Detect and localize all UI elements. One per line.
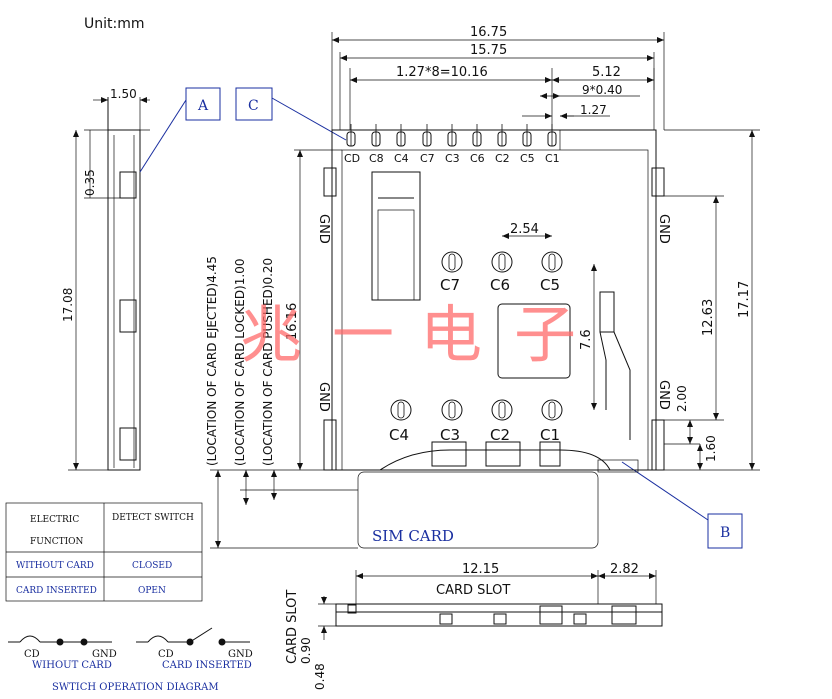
- switch-diagram-title: SWTICH OPERATION DIAGRAM: [52, 682, 219, 693]
- pad-c4: [390, 399, 412, 421]
- dim-12-63: 12.63: [701, 299, 716, 336]
- dim-0-35: 0.35: [83, 169, 97, 196]
- pad-c5: [541, 251, 563, 273]
- electric-function-table: ELECTRIC FUNCTION DETECT SWITCH WITHOUT …: [5, 502, 203, 602]
- pad-label-c3: C3: [440, 426, 460, 444]
- pin-label-c7: C7: [420, 152, 435, 165]
- pad-c1: [541, 399, 563, 421]
- switch-card-inserted: CARD INSERTED: [162, 660, 252, 671]
- dim-9x0-40: 9*0.40: [582, 83, 622, 97]
- pin-label-c8: C8: [369, 152, 384, 165]
- pin-label-c4: C4: [394, 152, 409, 165]
- location-pushed: (LOCATION OF CARD PUSHED)0.20: [261, 258, 275, 466]
- top-dimensions: 16.75 15.75 1.27*8=10.16 5.12 9*0.40 1.2…: [205, 25, 760, 549]
- dim-1-27: 1.27: [580, 103, 607, 117]
- dim-2-00: 2.00: [675, 385, 689, 412]
- callout-b: B: [720, 525, 730, 541]
- dim-2-82: 2.82: [610, 562, 639, 577]
- watermark-char-2: 一: [332, 298, 394, 371]
- top-view: SIM CARD: [323, 129, 665, 549]
- pad-c3: [441, 399, 463, 421]
- dim-2-54: 2.54: [510, 222, 539, 237]
- dim-15-75: 15.75: [470, 43, 507, 58]
- switch-cd-1: CD: [24, 649, 40, 660]
- table-row-2-col-1: CARD INSERTED: [16, 586, 97, 596]
- switch-without-card: WIHOUT CARD: [32, 660, 112, 671]
- table-header-function: FUNCTION: [30, 537, 84, 547]
- contact-pins: CD C8 C4 C7 C3 C6 C2 C5 C1: [344, 124, 560, 165]
- pad-c2: [491, 399, 513, 421]
- pin-label-cd: CD: [344, 152, 360, 165]
- callout-a: A: [197, 98, 209, 114]
- pad-label-c5: C5: [540, 276, 560, 294]
- pad-label-c1: C1: [540, 426, 560, 444]
- watermark-char-1: 兆: [240, 298, 302, 371]
- pad-c6: [491, 251, 513, 273]
- dim-16-16: 16.16: [285, 303, 300, 340]
- sim-card-label: SIM CARD: [372, 527, 454, 545]
- gnd-label-right-bottom: GND: [656, 380, 671, 410]
- unit-label: Unit:mm: [84, 16, 145, 32]
- table-row-1-col-1: WITHOUT CARD: [16, 561, 94, 571]
- dim-12-15: 12.15: [462, 562, 499, 577]
- watermark: 兆 一 电 子: [240, 298, 576, 371]
- table-row-1-col-2: CLOSED: [132, 561, 172, 571]
- watermark-char-3: 电: [420, 298, 482, 371]
- table-row-2-col-2: OPEN: [138, 586, 166, 596]
- card-slot-vertical-label: CARD SLOT: [285, 590, 300, 664]
- pad-label-c4: C4: [389, 426, 409, 444]
- dim-1-50: 1.50: [110, 87, 137, 101]
- switch-cd-2: CD: [158, 649, 174, 660]
- dim-0-90: 0.90: [299, 637, 313, 664]
- pad-label-c2: C2: [490, 426, 510, 444]
- switch-gnd-1: GND: [92, 649, 117, 660]
- switch-operation-diagram: CD GND WIHOUT CARD CD GND CARD INSERTED …: [8, 627, 253, 693]
- table-header-detect: DETECT SWITCH: [112, 513, 194, 523]
- callout-c-box: [235, 87, 273, 121]
- dim-0-48: 0.48: [313, 663, 327, 690]
- dim-17-08: 17.08: [61, 288, 75, 322]
- sim-card-outline: [357, 471, 599, 549]
- gnd-label-left-bottom: GND: [316, 382, 331, 412]
- dim-pitch: 1.27*8=10.16: [396, 65, 488, 80]
- pad-label-c6: C6: [490, 276, 510, 294]
- card-slot-label: CARD SLOT: [436, 583, 510, 598]
- pin-label-c3: C3: [445, 152, 460, 165]
- pin-label-c2: C2: [495, 152, 510, 165]
- pad-c7: [441, 251, 463, 273]
- dim-17-17: 17.17: [737, 281, 752, 318]
- switch-gnd-2: GND: [228, 649, 253, 660]
- dim-5-12: 5.12: [592, 65, 621, 80]
- location-locked: (LOCATION OF CARD LOCKED)1.00: [233, 259, 247, 466]
- pin-label-c5: C5: [520, 152, 535, 165]
- callout-b-box: [707, 513, 743, 549]
- gnd-label-right-top: GND: [656, 214, 671, 244]
- pin-label-c1: C1: [545, 152, 560, 165]
- pin-label-c6: C6: [470, 152, 485, 165]
- callout-c: C: [248, 98, 259, 114]
- gnd-label-left-top: GND: [316, 214, 331, 244]
- side-view: 1.50 0.35 17.08: [61, 87, 150, 471]
- dim-7-6: 7.6: [579, 329, 594, 350]
- dim-1-60: 1.60: [704, 435, 718, 462]
- watermark-char-4: 子: [514, 298, 576, 371]
- table-header-electric: ELECTRIC: [30, 515, 79, 525]
- pad-label-c7: C7: [440, 276, 460, 294]
- front-view: 12.15 2.82 CARD SLOT CARD SLOT 0.90 0.48: [285, 562, 663, 690]
- dim-16-75: 16.75: [470, 25, 507, 40]
- location-ejected: (LOCATION OF CARD EJECTED)4.45: [205, 256, 219, 466]
- callout-a-box: [185, 87, 221, 121]
